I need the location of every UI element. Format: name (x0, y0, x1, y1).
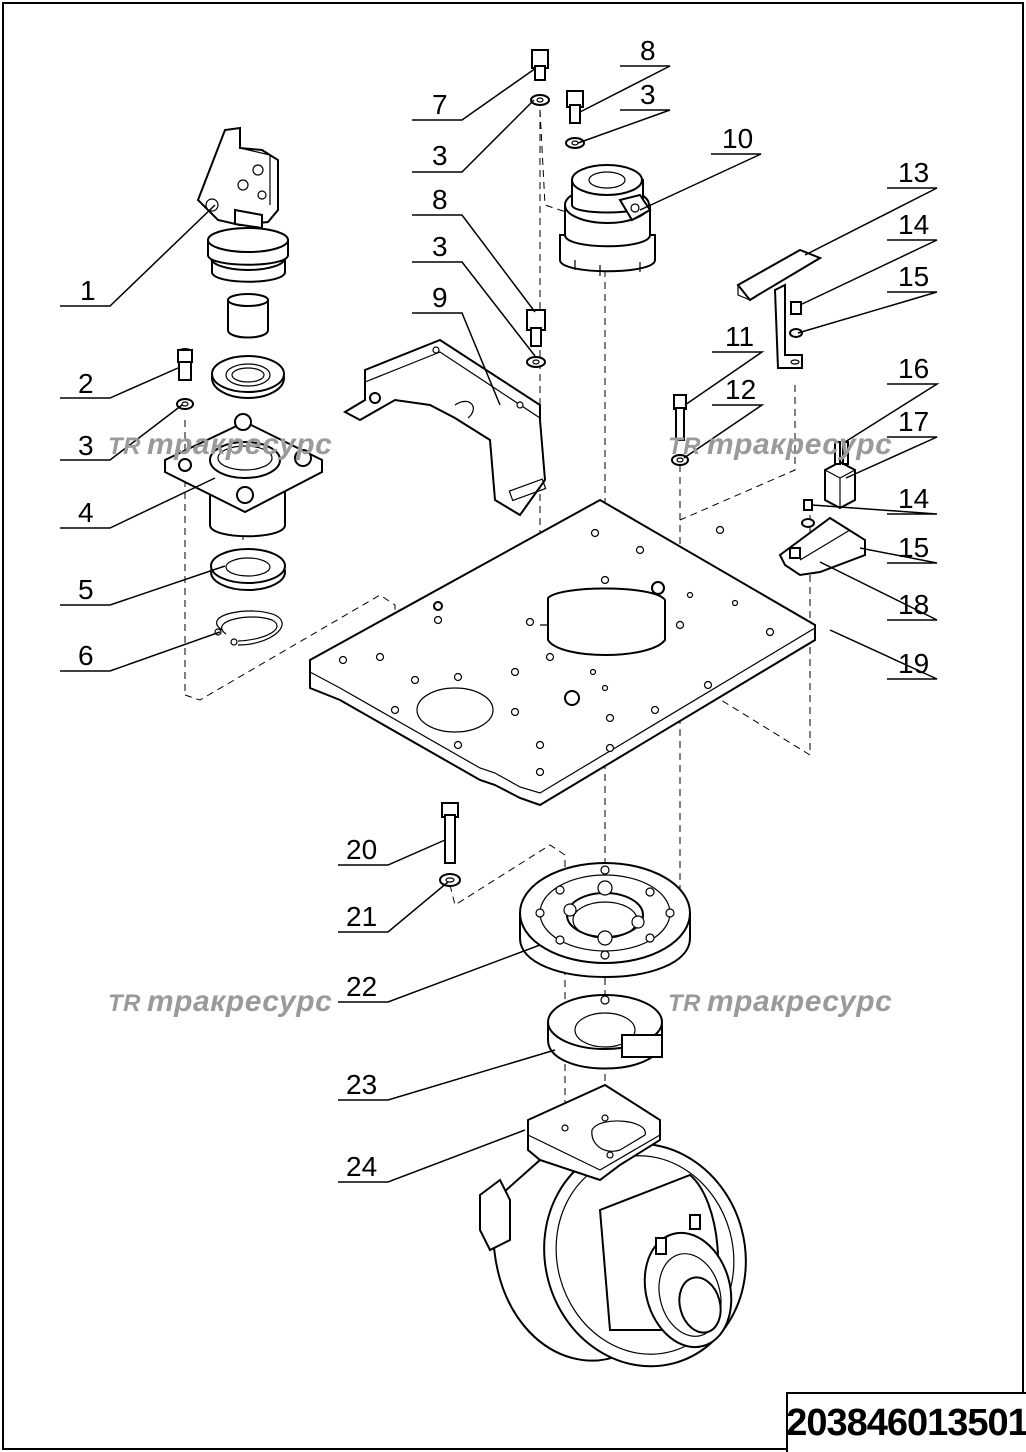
watermark-logo: TR (668, 990, 701, 1017)
callout-label: 3 (640, 79, 656, 110)
callout-label: 4 (78, 497, 94, 528)
sensor-bracket-18 (778, 516, 866, 577)
snap-ring (214, 610, 283, 646)
callout-label: 6 (78, 640, 94, 671)
callout-label: 1 (80, 275, 96, 306)
callout-label: 24 (346, 1151, 377, 1182)
sensor-bracket-13 (736, 248, 823, 369)
screw-20 (439, 802, 461, 887)
lower-bearing (210, 548, 286, 591)
callout-label: 5 (78, 574, 94, 605)
bolt-7 (530, 49, 550, 106)
screw-14-top (789, 301, 803, 338)
callout-label: 13 (898, 157, 929, 188)
callout-label: 16 (898, 353, 929, 384)
callout-label: 17 (898, 406, 929, 437)
callout-label: 3 (78, 430, 94, 461)
callout-label: 9 (432, 282, 448, 313)
watermark-logo: TR (668, 433, 701, 460)
watermark-text: тракресурс (147, 985, 333, 1018)
bolt-8-middle (526, 309, 546, 368)
callout-label: 11 (725, 321, 754, 352)
callout-label: 10 (722, 123, 753, 154)
callout-label: 3 (432, 231, 448, 262)
plate-holes (338, 525, 775, 777)
callout-label: 18 (898, 589, 929, 620)
callout-label: 23 (346, 1069, 377, 1100)
callout-label: 7 (432, 89, 448, 120)
callout-label: 14 (898, 209, 929, 240)
callout-label: 12 (725, 374, 756, 405)
screw-14-bottom (801, 499, 815, 528)
callout-label: 2 (78, 368, 94, 399)
callout-label: 15 (898, 532, 929, 563)
flange-housing (164, 413, 323, 538)
spacer-ring (547, 994, 663, 1070)
steering-bearing-housing (559, 164, 656, 276)
watermark-text: тракресурс (147, 428, 333, 461)
callout-labels: 1 2 3 3 3 3 4 5 6 7 8 8 9 10 11 12 13 14… (78, 35, 929, 1182)
callout-label: 20 (346, 834, 377, 865)
callout-label: 19 (898, 648, 929, 679)
watermark-text: тракресурс (707, 985, 893, 1018)
watermark-logo: TR (108, 990, 141, 1017)
slewing-ring (519, 862, 691, 978)
watermark-text: тракресурс (707, 428, 893, 461)
callout-leaders (60, 65, 940, 1183)
screw-2 (176, 348, 194, 410)
callout-label: 15 (898, 261, 929, 292)
callout-label: 21 (346, 901, 377, 932)
callout-label: 3 (432, 140, 448, 171)
bolt-8-top (565, 90, 585, 149)
document-number: 203846013501 (786, 1392, 1026, 1452)
base-plate (309, 498, 816, 807)
callout-label: 8 (432, 184, 448, 215)
callout-label: 8 (640, 35, 656, 66)
drive-wheel-unit (479, 1083, 747, 1368)
steering-head (196, 126, 289, 339)
mounting-bracket (342, 338, 547, 517)
watermark-logo: TR (108, 433, 141, 460)
callout-label: 14 (898, 483, 929, 514)
callout-label: 22 (346, 971, 377, 1002)
upper-bearing (211, 355, 285, 399)
